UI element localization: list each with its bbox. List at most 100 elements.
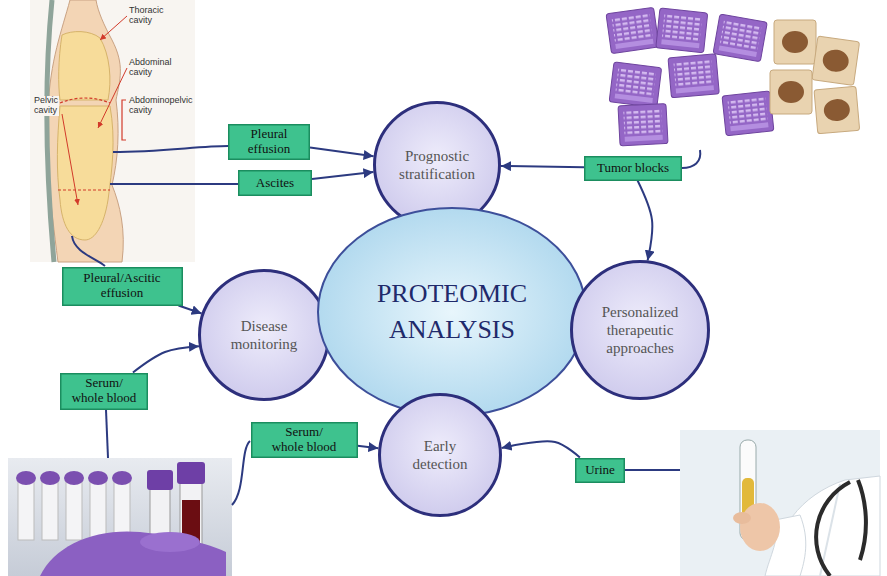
blood-tubes-photo-part [40,471,60,485]
connector-arrow [310,148,374,157]
leader-lines-part [106,410,108,458]
torso-illustration-part [47,0,123,262]
anatomy-label: Abdominopelvic cavity [128,96,194,116]
blood-tubes-photo-part [18,480,34,540]
blood-tubes-photo-part [88,471,108,485]
torso-illustration [30,0,195,262]
blood-tubes-photo-part [40,531,226,576]
blood-tubes-photo-part [66,480,82,540]
application-circle: Early detection [378,393,502,517]
sample-box: Serum/ whole blood [251,422,358,458]
node-text: Ascites [256,176,294,191]
urine-sample-photo-part [680,430,880,576]
blood-tubes-photo-part [42,480,58,540]
tumor-blocks-photo-part [606,7,659,53]
blood-tubes-photo-part [140,532,200,552]
hub-ellipse: PROTEOMIC ANALYSIS [317,207,587,417]
sample-box: Pleural effusion [228,124,310,160]
tumor-blocks-photo-part [618,103,668,145]
torso-illustration-part [58,189,110,190]
torso-illustration-part [47,0,54,262]
box-outline [585,156,682,180]
node-outline [198,269,330,401]
anatomy-label: Pelvic cavity [33,96,59,116]
connector-arrow [358,446,379,448]
tumor-blocks-photo-part [609,62,662,108]
circle-outline [380,395,501,516]
connector-arrow [502,441,580,457]
torso-illustration-part [122,100,126,140]
torso-illustration-part [62,114,78,205]
circle-outline [200,271,329,400]
urine-sample-photo-part [858,480,866,560]
node-text: Early detection [400,437,480,473]
blood-tubes-photo-part [64,471,84,485]
leader-lines-part [113,146,228,152]
connector-arrow [638,181,653,261]
urine-sample-photo-part [816,482,850,576]
node-text: Personalized therapeutic approaches [593,303,688,357]
box-outline [61,373,148,409]
node-text: Pleural effusion [239,127,299,157]
tumor-blocks-photo-part [656,8,708,53]
node-text: Serum/ whole blood [270,425,338,455]
node-text: Pleural/Ascitic effusion [77,271,167,301]
box-outline [251,423,357,458]
connector-arrow [312,172,373,179]
tumor-blocks-photo-part [668,54,719,98]
leader-lines-part [110,183,238,185]
box-outline [576,458,625,482]
tumor-blocks-photo-part [713,14,767,62]
node-outline [378,393,502,517]
tumor-blocks-photo-part [722,91,774,136]
blood-tubes-photo-part [114,480,130,540]
tumor-blocks-photo [600,4,862,152]
sample-box: Pleural/Ascitic effusion [62,267,183,306]
box-outline [229,125,310,160]
torso-illustration-part [30,0,195,262]
node-text: Urine [585,463,615,478]
blood-tubes-photo-part [177,462,205,484]
node-text: Serum/ whole blood [70,376,138,406]
torso-illustration-part [98,68,127,128]
anatomy-label: Abdominal cavity [128,58,173,78]
torso-illustration-part [60,98,110,103]
tumor-blocks-photo-part [814,86,860,133]
torso-illustration-part [100,16,127,40]
leader-lines-part [682,150,700,168]
leader-lines-part [232,441,250,505]
urine-sample-photo-part [740,503,780,551]
sample-box: Serum/ whole blood [60,373,148,410]
sample-box: Ascites [238,170,312,196]
node-text: Tumor blocks [597,161,669,176]
sample-box: Tumor blocks [584,156,682,181]
blood-tubes-photo-part [8,458,232,576]
node-outline [317,207,587,417]
tumor-blocks-photo-part [770,70,812,114]
box-outline [62,267,182,305]
node-text: PROTEOMIC ANALYSIS [362,276,542,349]
torso-illustration-part [59,32,110,100]
tumor-blocks-photo-part [600,4,862,152]
sample-box: Urine [575,458,625,483]
ellipse-outline [318,208,586,416]
connector-arrow [501,166,584,167]
anatomy-label: Thoracic cavity [128,6,165,26]
blood-tubes-photo-part [147,470,173,490]
connector-arrow [179,306,202,314]
connector-arrow [133,346,199,372]
leader-lines-part [72,236,105,266]
box-outline [239,171,312,196]
urine-sample-photo [680,430,880,576]
leader-lines-part [625,469,680,471]
blood-tubes-photo-part [112,471,132,485]
torso-illustration-part [57,106,113,240]
application-circle: Personalized therapeutic approaches [570,260,710,400]
blood-tubes-photo [8,458,232,576]
node-text: Disease monitoring [214,317,314,353]
blood-tubes-photo-part [90,480,106,540]
circle-outline [572,262,709,399]
blood-tubes-photo-part [16,471,36,485]
